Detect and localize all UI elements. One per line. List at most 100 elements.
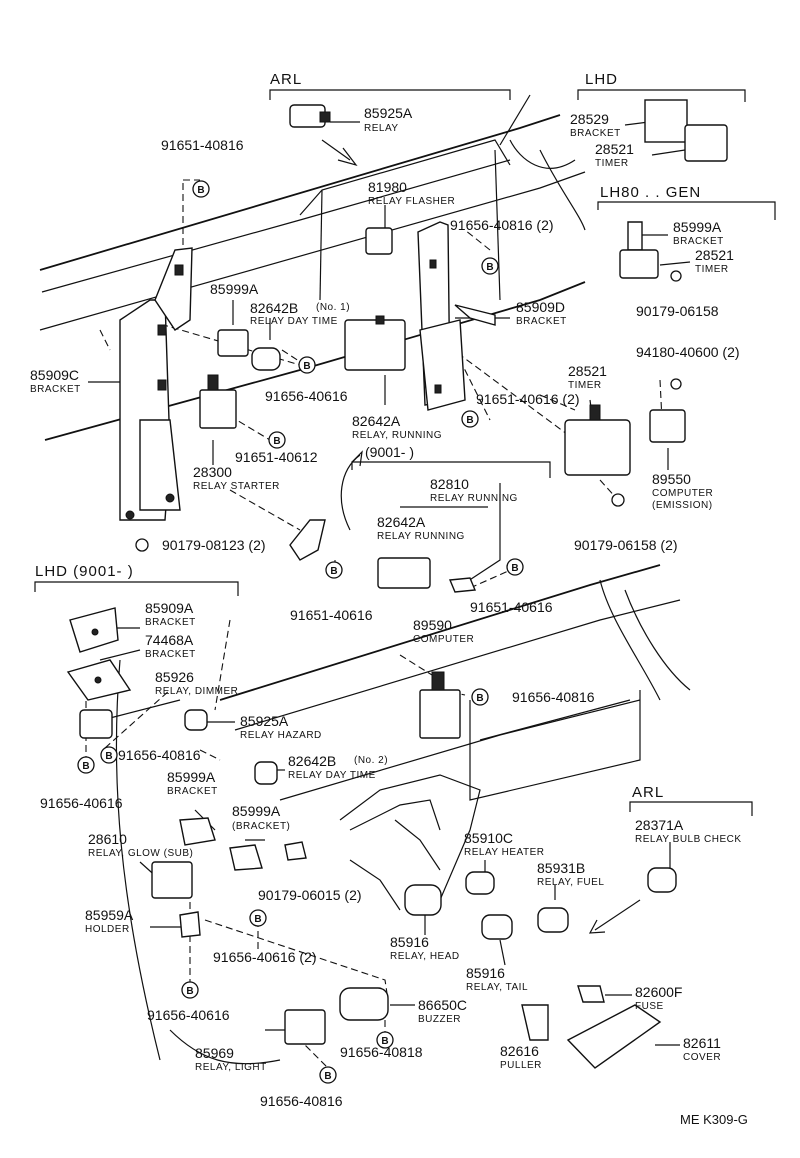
svg-text:BRACKET: BRACKET	[673, 236, 724, 247]
svg-text:RELAY, FUEL: RELAY, FUEL	[537, 877, 604, 888]
svg-text:85910C: 85910C	[464, 830, 513, 846]
label-85999a: 85999A	[210, 281, 259, 297]
bolt-b-14: B	[319, 1066, 337, 1084]
svg-text:91656-40616 (2): 91656-40616 (2)	[213, 949, 317, 965]
svg-text:BRACKET: BRACKET	[30, 384, 81, 395]
heading-lhd-9001: LHD (9001- )	[35, 563, 134, 580]
heading-lh80-gen: LH80 . . GEN	[600, 184, 701, 201]
diagram-reference-code: ME K309-G	[680, 1112, 748, 1127]
svg-text:85909D: 85909D	[516, 299, 565, 315]
svg-text:82810: 82810	[430, 476, 469, 492]
svg-text:RELAY, TAIL: RELAY, TAIL	[466, 982, 528, 993]
bolt-b-4: B	[461, 410, 479, 428]
label-91656-40616: 91656-40616	[265, 388, 348, 404]
svg-text:28300: 28300	[193, 464, 232, 480]
svg-text:85999A: 85999A	[232, 803, 281, 819]
label-90179-06158-2: 90179-06158 (2)	[574, 537, 678, 553]
svg-text:28521: 28521	[568, 363, 607, 379]
heading-arl-top: ARL	[270, 71, 302, 88]
heading-arl-bottom: ARL	[632, 784, 664, 801]
bolt-b-2: B	[481, 257, 499, 275]
svg-text:28529: 28529	[570, 111, 609, 127]
svg-text:BRACKET: BRACKET	[516, 316, 567, 327]
label-91656-40816-2: 91656-40816 (2)	[450, 217, 554, 233]
svg-text:B: B	[303, 361, 310, 372]
svg-text:(No. 1): (No. 1)	[316, 302, 350, 313]
svg-text:BRACKET: BRACKET	[145, 617, 196, 628]
bolt-b-5: B	[268, 431, 286, 449]
svg-text:RELAY, LIGHT: RELAY, LIGHT	[195, 1062, 267, 1073]
label-85925a-relay: 85925A RELAY	[364, 105, 413, 134]
svg-text:85916: 85916	[390, 934, 429, 950]
component-shapes	[79, 99, 728, 1069]
svg-text:91656-40816: 91656-40816	[260, 1093, 343, 1109]
svg-text:BUZZER: BUZZER	[418, 1014, 461, 1025]
svg-text:B: B	[254, 914, 261, 925]
svg-text:91651-40616: 91651-40616	[470, 599, 553, 615]
svg-text:HOLDER: HOLDER	[85, 924, 130, 935]
heading-lhd-top: LHD	[585, 71, 618, 88]
svg-text:85925A: 85925A	[240, 713, 289, 729]
bolt-b-12: B	[181, 981, 199, 999]
bolt-b-9: B	[100, 746, 118, 764]
svg-text:85925A: 85925A	[364, 105, 413, 121]
svg-text:91656-40616: 91656-40616	[40, 795, 123, 811]
svg-text:B: B	[197, 185, 204, 196]
label-91656-40816-dimmer: 91656-40816	[118, 747, 201, 763]
svg-text:90179-06158 (2): 90179-06158 (2)	[574, 537, 678, 553]
bracket-85909c	[119, 247, 193, 521]
svg-text:RELAY RUNNING: RELAY RUNNING	[377, 531, 465, 542]
svg-text:TIMER: TIMER	[568, 380, 602, 391]
svg-text:RELAY, HEAD: RELAY, HEAD	[390, 951, 460, 962]
svg-text:RELAY: RELAY	[364, 123, 399, 134]
label-91651-40616-2: 91651-40616 (2)	[476, 391, 580, 407]
svg-text:FUSE: FUSE	[635, 1001, 664, 1012]
svg-text:82616: 82616	[500, 1043, 539, 1059]
svg-text:91656-40616: 91656-40616	[265, 388, 348, 404]
svg-text:RELAY, RUNNING: RELAY, RUNNING	[352, 430, 442, 441]
label-91651-40612: 91651-40612	[235, 449, 318, 465]
svg-text:B: B	[105, 751, 112, 762]
svg-text:BRACKET: BRACKET	[570, 128, 621, 139]
label-94180-40600-2: 94180-40600 (2)	[636, 344, 740, 360]
svg-text:(No. 2): (No. 2)	[354, 755, 388, 766]
svg-text:28371A: 28371A	[635, 817, 684, 833]
svg-text:BRACKET: BRACKET	[145, 649, 196, 660]
svg-text:82642B: 82642B	[288, 753, 336, 769]
svg-text:81980: 81980	[368, 179, 407, 195]
svg-text:91651-40616 (2): 91651-40616 (2)	[476, 391, 580, 407]
svg-text:82642B: 82642B	[250, 300, 298, 316]
svg-text:BRACKET: BRACKET	[167, 786, 218, 797]
label-91656-40616-left: 91656-40616	[40, 795, 123, 811]
svg-text:91656-40816: 91656-40816	[118, 747, 201, 763]
upper-dashboard-outline	[39, 94, 586, 441]
label-91656-40816-computer: 91656-40816	[512, 689, 595, 705]
svg-text:COMPUTER: COMPUTER	[652, 488, 713, 499]
svg-text:B: B	[330, 566, 337, 577]
svg-text:B: B	[381, 1036, 388, 1047]
bolt-b-1: B	[192, 180, 210, 198]
label-90179-08123-2: 90179-08123 (2)	[162, 537, 266, 553]
svg-text:RELAY HEATER: RELAY HEATER	[464, 847, 544, 858]
svg-text:28610: 28610	[88, 831, 127, 847]
section-brackets	[34, 89, 776, 816]
bolt-b-6: B	[325, 561, 343, 579]
svg-text:RELAY DAY TIME: RELAY DAY TIME	[288, 770, 376, 781]
svg-text:82642A: 82642A	[377, 514, 426, 530]
